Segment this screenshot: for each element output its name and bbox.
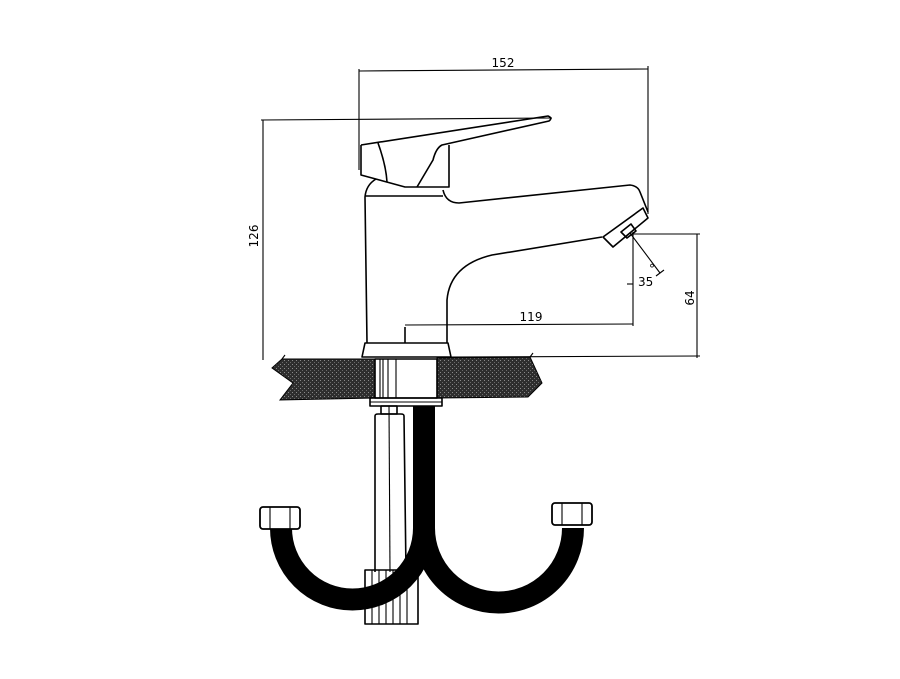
faucet-body: [361, 178, 649, 358]
degree-symbol: °: [649, 262, 655, 276]
dimension-label-152: 152: [492, 56, 515, 70]
countertop-section: [271, 352, 543, 401]
dimension-label-119: 119: [520, 310, 543, 324]
faucet-lever-handle: [360, 115, 552, 188]
dimension-angle-35: 35 °: [629, 232, 665, 289]
dimension-152: 152: [358, 56, 649, 214]
angle-label-35: 35: [638, 275, 653, 289]
mounting-shank: [369, 358, 443, 407]
hose-nut-right: [551, 502, 593, 526]
flexible-hoses: [270, 406, 584, 614]
dimension-119: 119: [404, 232, 634, 326]
mounting-rod: [374, 405, 407, 573]
dimension-label-64: 64: [683, 290, 697, 305]
dimension-64: 64: [449, 233, 701, 358]
hose-nut-left: [259, 506, 301, 530]
dimension-126: 126: [247, 117, 553, 360]
dimension-label-126: 126: [247, 225, 261, 248]
spout-aerator: [602, 207, 649, 248]
